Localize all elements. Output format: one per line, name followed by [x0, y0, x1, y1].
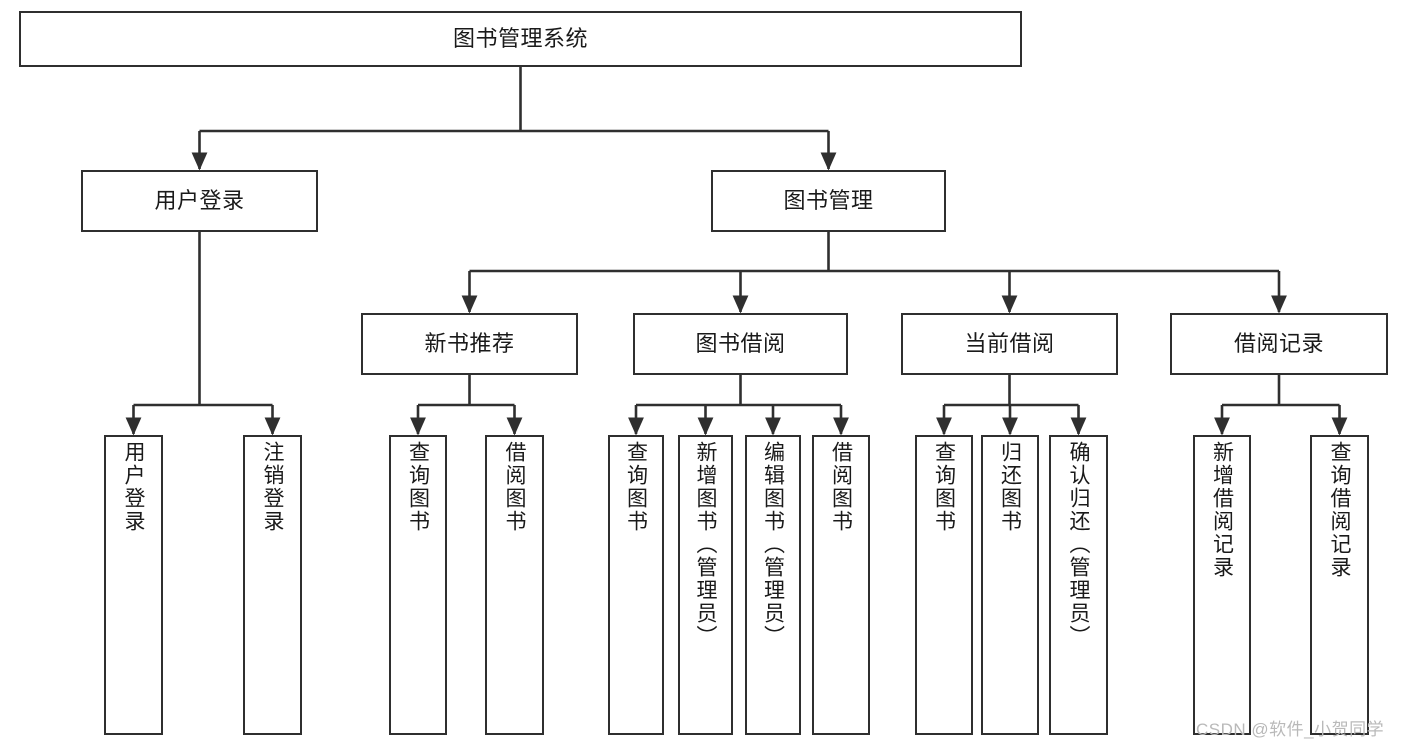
node-leaf-query-book-1[interactable]: 查询图书 — [389, 435, 447, 735]
node-leaf-return-book-label: 归还图书 — [998, 441, 1022, 533]
node-leaf-query-book-3[interactable]: 查询图书 — [915, 435, 973, 735]
node-leaf-query-book-2-label: 查询图书 — [624, 441, 648, 533]
node-borrow-record[interactable]: 借阅记录 — [1170, 313, 1388, 375]
node-leaf-borrow-book-1[interactable]: 借阅图书 — [485, 435, 544, 735]
node-leaf-query-borrow-record-label: 查询借阅记录 — [1328, 441, 1351, 579]
node-book-manage-label: 图书管理 — [783, 188, 874, 214]
node-leaf-query-borrow-record[interactable]: 查询借阅记录 — [1310, 435, 1369, 735]
node-leaf-user-login-label: 用户登录 — [122, 441, 145, 533]
node-root-label: 图书管理系统 — [452, 26, 588, 52]
node-current-borrow[interactable]: 当前借阅 — [901, 313, 1118, 375]
node-leaf-query-book-1-label: 查询图书 — [406, 441, 430, 533]
node-leaf-edit-book[interactable]: 编辑图书（管理员） — [745, 435, 801, 735]
node-leaf-confirm-return[interactable]: 确认归还（管理员） — [1049, 435, 1108, 735]
node-user-login-label: 用户登录 — [154, 188, 245, 214]
node-book-borrow-label: 图书借阅 — [695, 331, 786, 357]
node-leaf-borrow-book-2[interactable]: 借阅图书 — [812, 435, 870, 735]
node-leaf-borrow-book-1-label: 借阅图书 — [503, 441, 526, 533]
csdn-watermark: CSDN @软件_小贺同学 — [1196, 720, 1385, 739]
node-leaf-user-login[interactable]: 用户登录 — [104, 435, 163, 735]
node-book-manage[interactable]: 图书管理 — [711, 170, 946, 232]
node-new-book-recommend[interactable]: 新书推荐 — [361, 313, 578, 375]
node-new-book-recommend-label: 新书推荐 — [424, 331, 515, 357]
node-book-borrow[interactable]: 图书借阅 — [633, 313, 848, 375]
node-leaf-edit-book-label: 编辑图书（管理员） — [761, 441, 785, 648]
node-leaf-query-book-2[interactable]: 查询图书 — [608, 435, 664, 735]
node-leaf-query-book-3-label: 查询图书 — [932, 441, 956, 533]
node-leaf-logout[interactable]: 注销登录 — [243, 435, 302, 735]
node-current-borrow-label: 当前借阅 — [964, 331, 1055, 357]
node-leaf-add-borrow-record-label: 新增借阅记录 — [1210, 441, 1234, 579]
node-leaf-add-book-label: 新增图书（管理员） — [694, 441, 717, 648]
node-user-login[interactable]: 用户登录 — [81, 170, 318, 232]
node-leaf-add-borrow-record[interactable]: 新增借阅记录 — [1193, 435, 1251, 735]
node-leaf-add-book[interactable]: 新增图书（管理员） — [678, 435, 733, 735]
node-borrow-record-label: 借阅记录 — [1233, 331, 1324, 357]
node-leaf-confirm-return-label: 确认归还（管理员） — [1067, 441, 1090, 648]
node-leaf-logout-label: 注销登录 — [261, 441, 284, 533]
node-root[interactable]: 图书管理系统 — [19, 11, 1022, 67]
node-leaf-return-book[interactable]: 归还图书 — [981, 435, 1039, 735]
node-leaf-borrow-book-2-label: 借阅图书 — [829, 441, 853, 533]
